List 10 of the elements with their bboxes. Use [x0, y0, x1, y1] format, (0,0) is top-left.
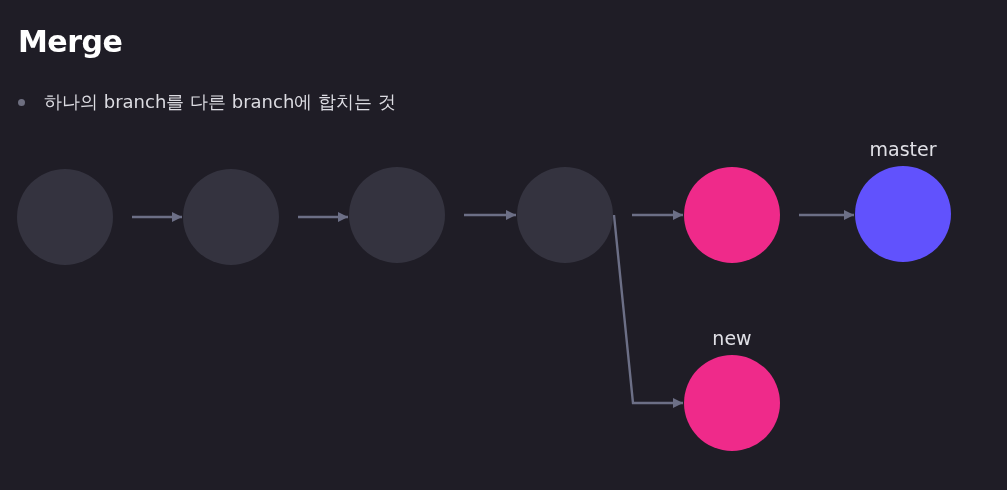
- arrow: [298, 211, 348, 223]
- arrow: [132, 211, 182, 223]
- bullet-text: 하나의 branch를 다른 branch에 합치는 것: [44, 90, 396, 114]
- arrow: [612, 214, 683, 409]
- arrow: [464, 209, 516, 221]
- branch-label: new: [711, 327, 753, 349]
- arrow: [799, 209, 854, 221]
- arrow: [632, 209, 683, 221]
- branch-label: master: [868, 138, 938, 160]
- title: Merge: [18, 24, 123, 59]
